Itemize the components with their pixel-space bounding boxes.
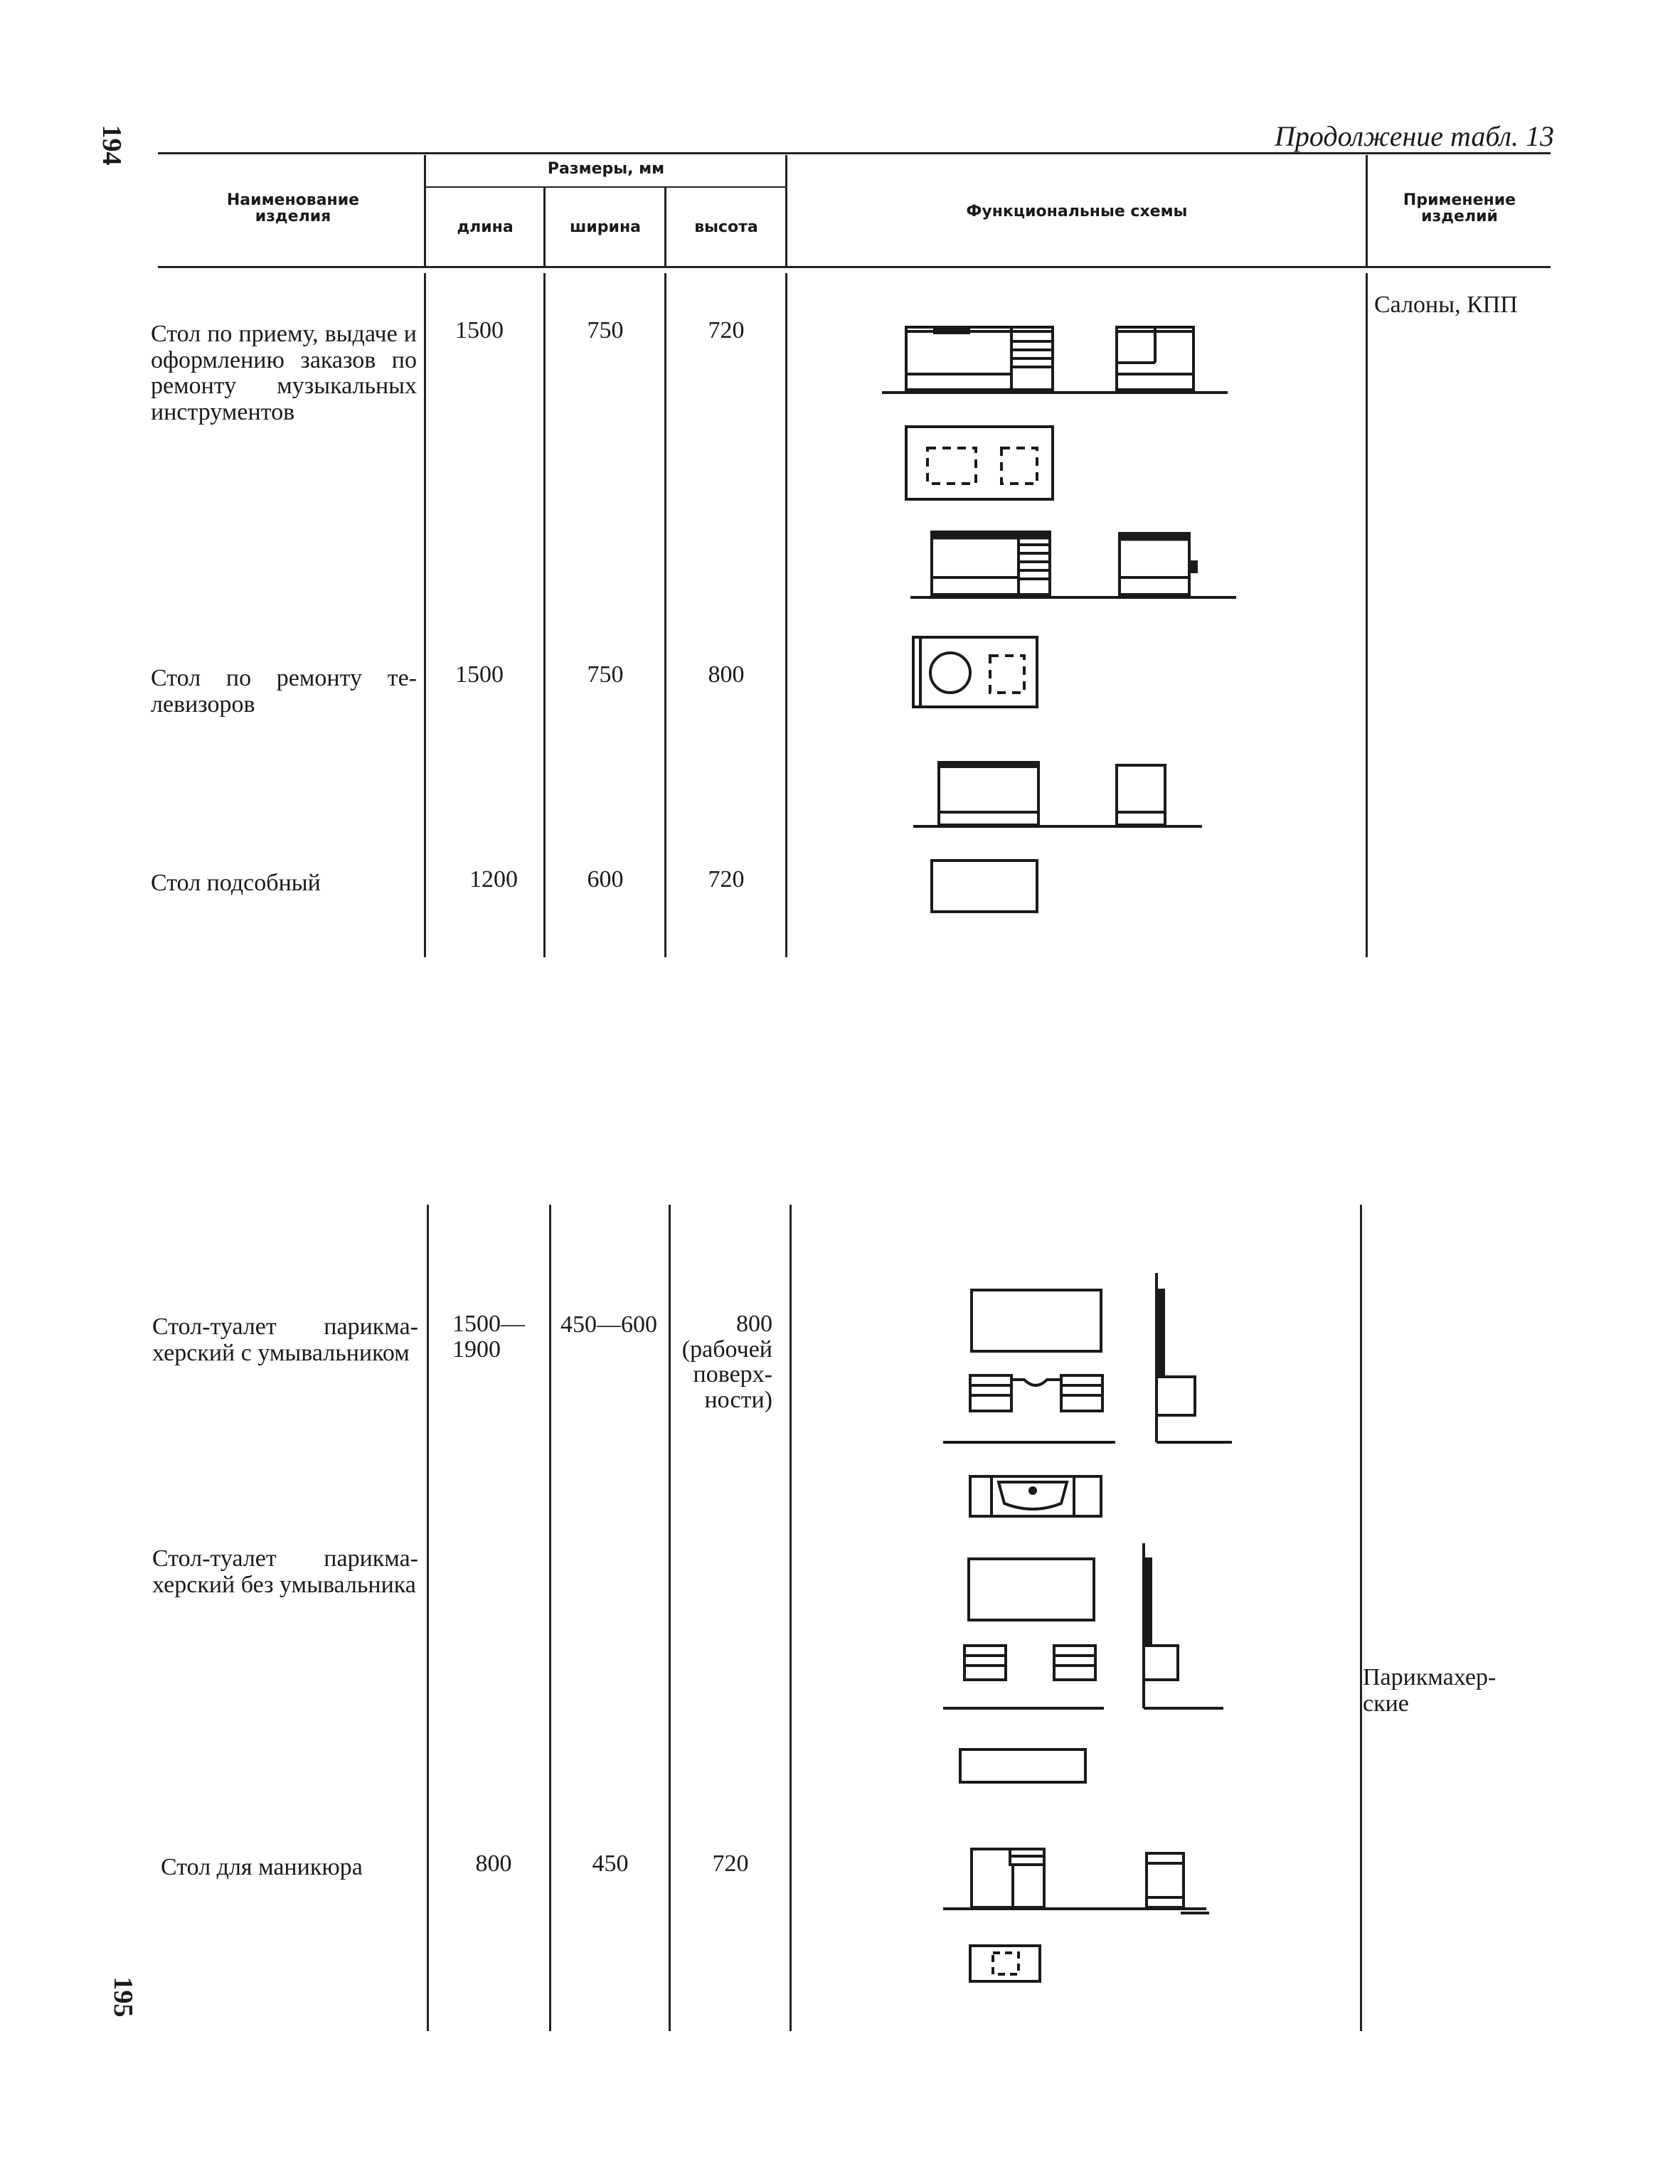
header-top-rule (158, 152, 1551, 154)
header-sep-4 (785, 155, 787, 266)
lower-application: Парикмахер­ские (1363, 1664, 1496, 1717)
row2-length: 1500 (455, 661, 504, 688)
continuation-label: Продолжение табл. 13 (1274, 120, 1554, 152)
header-height: высота (694, 218, 758, 236)
upper-sep-3 (664, 273, 666, 957)
header-width: ширина (570, 218, 641, 236)
page-number-top: 194 (97, 124, 127, 166)
reception-desk-scheme (882, 326, 1236, 599)
row2-width: 750 (587, 661, 624, 688)
row3-length: 1200 (469, 866, 518, 893)
header-sep-1 (424, 155, 426, 266)
lower-sep-3 (790, 1205, 792, 2031)
header-length: длина (457, 218, 514, 236)
upper-sep-2 (543, 273, 546, 957)
row6-height: 720 (712, 1850, 749, 1877)
row4-height: 800 (рабочей поверх­ности) (681, 1311, 772, 1414)
lower-sep-1 (549, 1205, 551, 2031)
row4-length: 1500—1900 (452, 1311, 525, 1363)
row2-height: 800 (708, 661, 745, 688)
lower-sep-4 (1360, 1205, 1362, 2031)
lower-sep-0 (427, 1205, 429, 2031)
row1-height: 720 (708, 317, 745, 343)
manicure-table-scheme (943, 1848, 1209, 1983)
row3-height: 720 (708, 866, 745, 893)
vanity-without-sink-scheme (943, 1543, 1223, 1784)
header-bottom-rule (158, 266, 1551, 268)
row2-name: Стол по ремонту те­левизоров (151, 665, 417, 718)
row1-name: Стол по приему, вы­даче и оформлению зак… (151, 321, 417, 426)
header-sizes: Размеры, мм (547, 160, 665, 178)
row6-width: 450 (592, 1850, 629, 1877)
header-sep-2 (543, 188, 546, 266)
header-schemes: Функциональные схемы (966, 203, 1188, 220)
row1-length: 1500 (455, 317, 504, 343)
row4-name: Стол-туалет парикма­херский с умывальни­… (152, 1314, 418, 1366)
header-sep-5 (1366, 155, 1368, 266)
lower-sep-2 (669, 1205, 671, 2031)
upper-sep-1 (424, 273, 426, 957)
row3-width: 600 (587, 866, 624, 893)
sizes-subrule (425, 186, 787, 188)
row4-width: 450—600 (560, 1311, 657, 1338)
upper-sep-4 (785, 273, 787, 957)
header-application: Применение изделий (1403, 191, 1516, 226)
row3-name: Стол подсобный (151, 870, 321, 896)
tv-repair-desk-scheme (912, 636, 1202, 913)
row6-length: 800 (475, 1850, 512, 1877)
row1-width: 750 (587, 317, 624, 343)
row6-name: Стол для маникюра (161, 1854, 363, 1880)
header-name: Наименование изделия (226, 191, 360, 226)
upper-sep-5 (1366, 273, 1368, 957)
row5-name: Стол-туалет парикма­херский без умываль­… (152, 1545, 418, 1598)
row1-application: Салоны, КПП (1374, 292, 1518, 318)
vanity-with-sink-scheme (943, 1273, 1232, 1518)
page-number-bottom: 195 (108, 1976, 138, 2018)
header-sep-3 (664, 188, 666, 266)
